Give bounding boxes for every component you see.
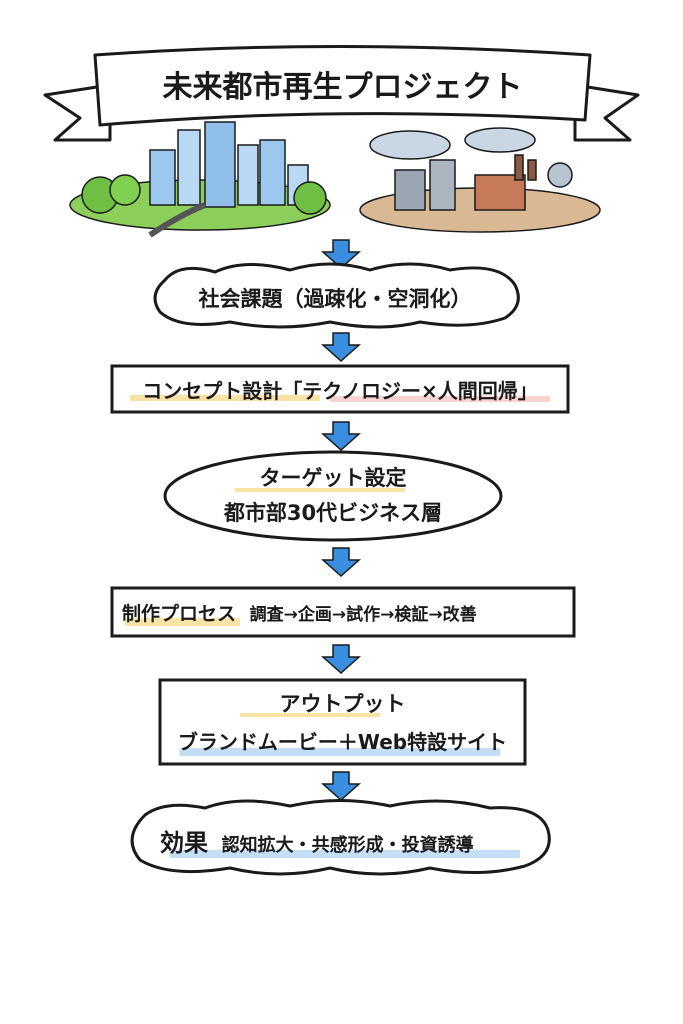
title-banner: [43, 45, 640, 142]
process-box: [110, 586, 576, 638]
target-value: 都市部30代ビジネス層: [223, 501, 443, 525]
process-text: 制作プロセス 調査→企画→試作→検証→改善: [122, 599, 572, 626]
effect-text: 効果 認知拡大・共感形成・投資誘導: [160, 823, 540, 858]
target-ellipse: [163, 450, 503, 542]
page-title: 未来都市再生プロジェクト: [162, 70, 523, 105]
issue-cloud: [153, 262, 520, 329]
declining-city-illustration: [359, 127, 601, 233]
flow-arrows: [321, 239, 361, 802]
target-label: ターゲット設定: [259, 466, 407, 490]
process-value: 調査→企画→試作→検証→改善: [249, 605, 477, 625]
process-label: 制作プロセス: [122, 603, 237, 625]
modern-city-illustration: [69, 121, 331, 238]
arrow-down-icon: [321, 771, 361, 802]
arrow-down-icon: [321, 547, 361, 578]
arrow-down-icon: [321, 332, 361, 363]
issue-text: 社会課題（過疎化・空洞化）: [198, 287, 472, 311]
concept-text: コンセプト設計「テクノロジー×人間回帰」: [142, 379, 538, 403]
arrow-down-icon: [321, 239, 361, 270]
arrow-down-icon: [321, 421, 361, 452]
arrow-down-icon: [321, 644, 361, 675]
effect-label: 効果: [160, 829, 208, 857]
effect-value: 認知拡大・共感形成・投資誘導: [221, 835, 474, 856]
concept-box: [110, 364, 570, 414]
output-label: アウトプット: [279, 692, 406, 716]
output-value: ブランドムービー＋Web特設サイト: [177, 730, 508, 754]
